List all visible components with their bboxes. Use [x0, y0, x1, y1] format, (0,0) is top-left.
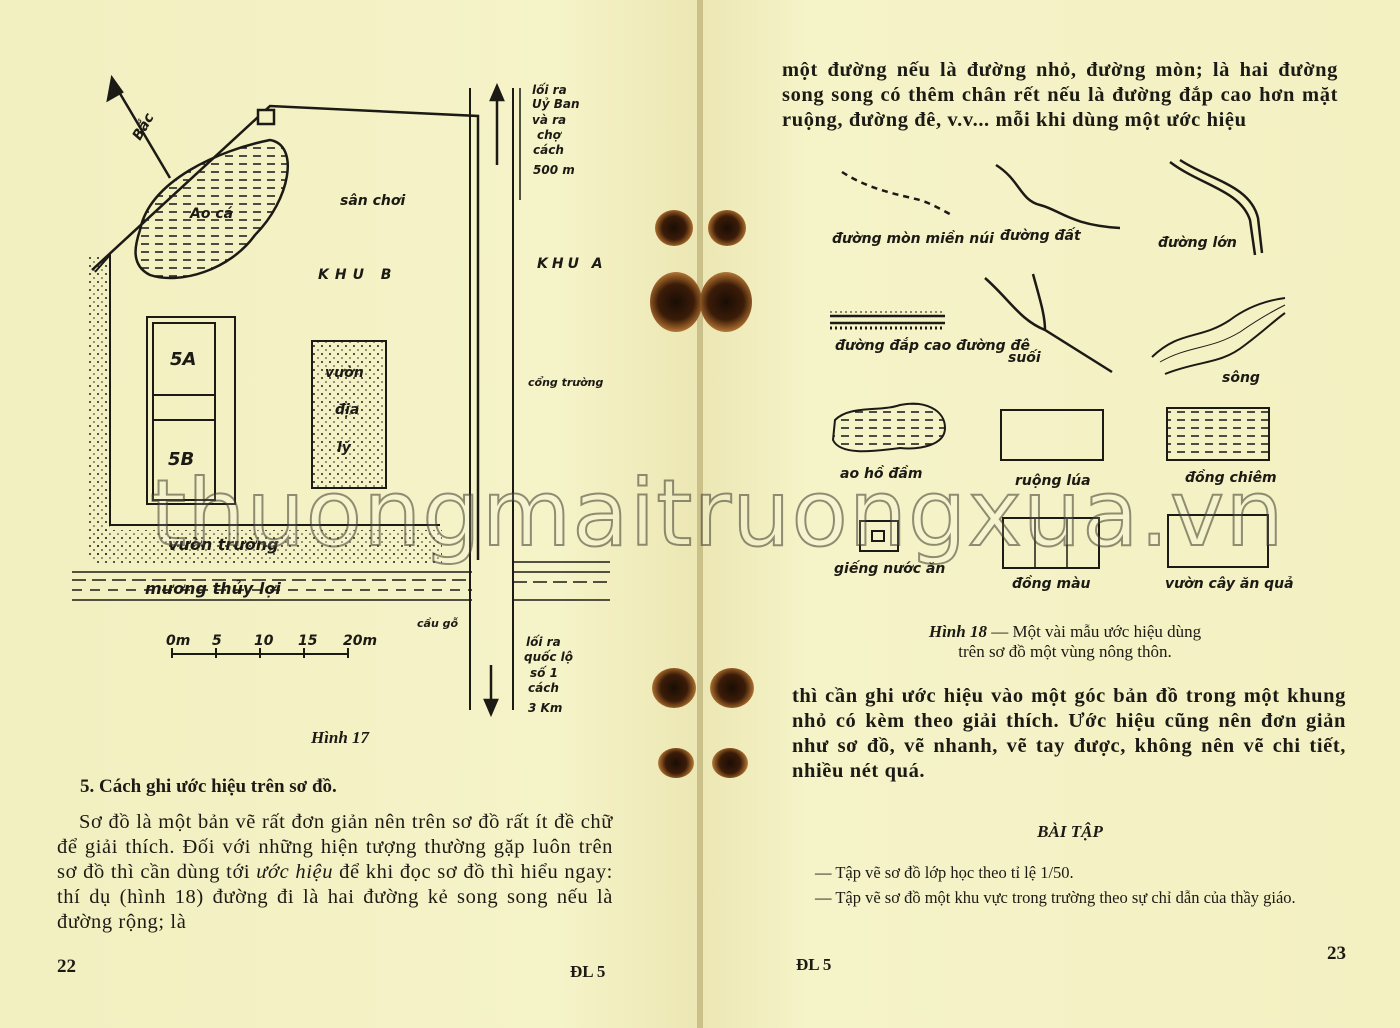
- crop-field-symbol: [1002, 517, 1100, 569]
- page-number-right: 23: [1327, 943, 1346, 964]
- burn-mark: [712, 748, 748, 778]
- geo-garden-label: lý: [337, 440, 352, 456]
- left-paragraph: Sơ đồ là một bản vẽ rất đơn giản nên trê…: [57, 810, 613, 935]
- exit-north-label: và ra: [532, 113, 566, 127]
- exit-north-label: 500 m: [533, 163, 575, 177]
- well-symbol: [859, 520, 899, 552]
- figure-17-labels: Bắc Ao cá sân chơi KHU B KHU A 5A 5B vườ…: [129, 83, 607, 715]
- gate-label: cổng trường: [528, 376, 604, 389]
- scale-tick-label: 5: [212, 633, 222, 649]
- figure-18-labels: đường mòn miền núi đường đất đường lớn đ…: [832, 227, 1294, 592]
- exit-north-label: chợ: [537, 128, 563, 142]
- figure-18-caption: Hình 18 — Một vài mẫu ước hiệu dùng trên…: [860, 622, 1270, 662]
- exit-south-label: lối ra: [526, 635, 561, 649]
- figure-18-caption-line2: trên sơ đồ một vùng nông thôn.: [958, 642, 1172, 661]
- exit-north-label: Uỷ Ban: [532, 97, 580, 111]
- school-garden-area: [92, 530, 442, 564]
- zone-b-label: KHU B: [318, 267, 397, 283]
- mountain-path-symbol: [841, 170, 953, 217]
- symbol-label: giếng nước ăn: [834, 560, 945, 577]
- room-5a-label: 5A: [170, 349, 196, 370]
- paragraph-text: Sơ đồ là một bản vẽ rất đơn giản nên trê…: [57, 811, 613, 883]
- embankment-symbol: [830, 311, 945, 330]
- burn-mark: [652, 668, 696, 708]
- geo-garden: [311, 340, 387, 489]
- burn-mark: [710, 668, 754, 708]
- school-garden-label: vườn trường: [168, 535, 279, 554]
- burn-mark: [655, 210, 693, 246]
- watermark: thuongmaitruongxua.vn: [149, 459, 1285, 568]
- left-page: [0, 0, 698, 1028]
- symbol-label: đường mòn miền núi: [832, 230, 994, 247]
- scale-tick-label: 10: [254, 633, 274, 649]
- pond: [134, 138, 289, 280]
- pond-lake-symbol: [831, 402, 947, 453]
- exit-north-label: lối ra: [532, 83, 567, 97]
- symbol-label: ruộng lúa: [1015, 473, 1091, 489]
- right-paragraph-top: một đường nếu là đường nhỏ, đường mòn; l…: [782, 59, 1338, 131]
- dirt-road-symbol: [995, 163, 1121, 230]
- bridge-label: cầu gỗ: [417, 617, 458, 630]
- pond-label: Ao cá: [189, 206, 233, 222]
- exercise-item: — Tập vẽ sơ đồ một khu vực trong trường …: [815, 888, 1296, 907]
- zone-a-label: KHU A: [537, 256, 607, 272]
- signature-right: ĐL 5: [796, 955, 832, 974]
- geo-garden-label: địa: [335, 402, 359, 418]
- stream-symbol: [984, 273, 1113, 374]
- scale-bar: [171, 648, 349, 658]
- symbol-label: đường đất: [1000, 227, 1082, 244]
- scale-tick-label: 0m: [166, 633, 190, 649]
- paragraph-italic-term: ước hiệu: [256, 861, 334, 883]
- exit-south-label: cách: [528, 681, 559, 695]
- figure-17-school-map: [72, 74, 610, 718]
- burn-mark: [658, 748, 694, 778]
- geo-garden-label: vườn: [325, 365, 364, 381]
- exercises-list: — Tập vẽ sơ đồ lớp học theo tỉ lệ 1/50. …: [795, 860, 1350, 910]
- winter-field-symbol: [1166, 407, 1270, 461]
- paragraph-text: để khi đọc sơ đồ thì hiểu ngay: thí dụ (…: [57, 861, 613, 933]
- symbol-label: đồng chiêm: [1185, 469, 1277, 486]
- rice-field-symbol: [1000, 409, 1104, 461]
- symbol-label: đường lớn: [1158, 235, 1237, 251]
- burn-mark: [650, 272, 702, 332]
- river-symbol: [1151, 297, 1286, 375]
- symbol-label: đồng màu: [1012, 575, 1091, 592]
- canal: [72, 561, 610, 601]
- room-5b-label: 5B: [168, 449, 194, 470]
- scale-tick-label: 20m: [343, 633, 377, 649]
- burn-mark: [708, 210, 746, 246]
- canal-label: mương thủy lợi: [145, 579, 281, 598]
- figure-17-caption: Hình 17: [310, 728, 370, 747]
- playground-label: sân chơi: [340, 193, 406, 209]
- figure-18-symbols: [830, 158, 1286, 569]
- symbol-label: đường đắp cao đường đê: [835, 337, 1030, 354]
- exit-north-label: cách: [533, 143, 564, 157]
- page-number-left: 22: [57, 956, 76, 977]
- exit-south-label: quốc lộ: [524, 650, 573, 664]
- exercises-title: BÀI TẬP: [1037, 822, 1103, 841]
- burn-mark: [700, 272, 752, 332]
- exercise-item: — Tập vẽ sơ đồ lớp học theo tỉ lệ 1/50.: [815, 863, 1074, 882]
- symbol-label: ao hồ đầm: [840, 465, 922, 482]
- exit-south-label: 3 Km: [528, 701, 562, 715]
- right-page: [702, 0, 1400, 1028]
- north-arrow: [106, 74, 172, 179]
- symbol-label: suối: [1008, 349, 1041, 366]
- signature-left: ĐL 5: [570, 962, 606, 981]
- right-paragraph-bottom: thì cần ghi ước hiệu vào một góc bản đồ …: [792, 685, 1346, 782]
- symbol-label: vườn cây ăn quả: [1165, 576, 1294, 592]
- book-spine: [697, 0, 703, 1028]
- scale-tick-label: 15: [298, 633, 318, 649]
- figure-18-caption-text: — Một vài mẫu ước hiệu dùng: [991, 622, 1202, 641]
- section-heading: 5. Cách ghi ước hiệu trên sơ đồ.: [80, 776, 337, 797]
- main-road-symbol: [1169, 161, 1257, 256]
- symbol-label: sông: [1222, 370, 1260, 386]
- figure-18-caption-label: Hình 18: [928, 622, 987, 641]
- exit-south-label: số 1: [530, 666, 558, 680]
- orchard-symbol: [1167, 514, 1269, 568]
